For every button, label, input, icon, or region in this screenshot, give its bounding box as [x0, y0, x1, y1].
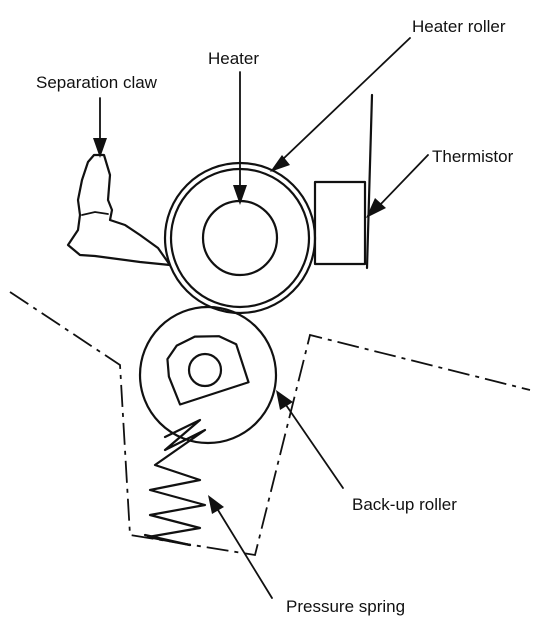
label-separation-claw: Separation claw	[36, 73, 158, 92]
label-heater: Heater	[208, 49, 259, 68]
backup-roller	[138, 305, 278, 445]
heater-roller-pointer	[270, 37, 411, 172]
heater	[201, 199, 279, 277]
pressure-spring-pointer	[208, 495, 273, 599]
label-thermistor: Thermistor	[432, 147, 514, 166]
label-backup-roller: Back-up roller	[352, 495, 457, 514]
pressure-spring	[143, 418, 207, 547]
thermistor-pointer	[366, 154, 429, 218]
label-heater-roller: Heater roller	[412, 17, 506, 36]
thermistor	[313, 93, 374, 270]
separation-claw-pointer	[93, 97, 107, 158]
housing-frame	[9, 291, 531, 557]
heater-pointer	[233, 71, 247, 205]
separation-claw	[66, 153, 172, 267]
label-pressure-spring: Pressure spring	[286, 597, 405, 616]
backup-roller-pointer	[276, 390, 344, 489]
